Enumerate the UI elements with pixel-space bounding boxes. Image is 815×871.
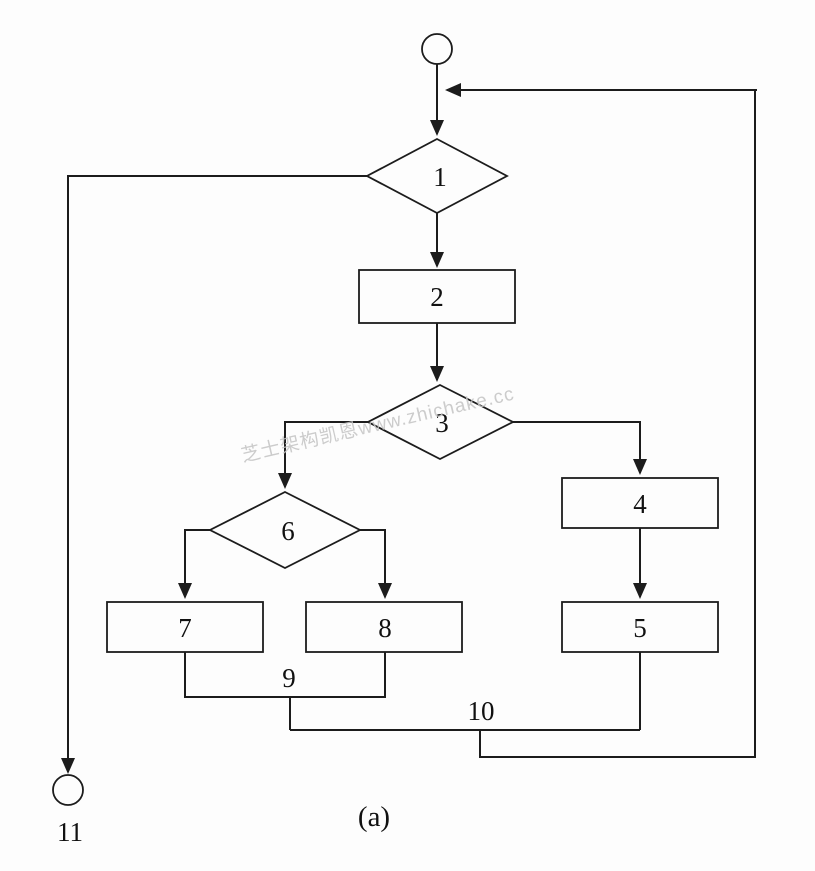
edge-process7-to-junction9 xyxy=(184,652,290,698)
decision-6-label: 6 xyxy=(281,516,295,546)
edge-decision6-to-process7 xyxy=(178,529,210,599)
edge-decision1-to-end11 xyxy=(61,175,367,774)
decision-6-diamond xyxy=(208,490,362,570)
junction-10-label: 10 xyxy=(468,696,495,726)
decision-1-diamond xyxy=(365,137,509,215)
process-7-label: 7 xyxy=(178,613,192,643)
process-2-label: 2 xyxy=(430,282,444,312)
process-2-rect xyxy=(358,269,516,324)
decision-1: 1 xyxy=(365,137,509,215)
decision-3-label: 3 xyxy=(435,408,449,438)
process-7: 7 xyxy=(106,601,264,653)
decision-3: 3 xyxy=(366,383,515,461)
edge-decision3-to-process4 xyxy=(513,421,647,475)
process-2: 2 xyxy=(358,269,516,324)
start-circle xyxy=(421,33,453,65)
decision-3-diamond xyxy=(366,383,515,461)
process-8-label: 8 xyxy=(378,613,392,643)
process-8: 8 xyxy=(305,601,463,653)
process-4-label: 4 xyxy=(633,489,647,519)
edge-junction10-loop-back xyxy=(479,90,756,758)
end-circle xyxy=(52,774,84,806)
edge-decision6-to-process8 xyxy=(360,529,392,599)
decision-1-label: 1 xyxy=(433,162,447,192)
process-8-rect xyxy=(305,601,463,653)
process-4: 4 xyxy=(561,477,719,529)
edge-decision3-to-decision6 xyxy=(278,421,368,489)
process-5-rect xyxy=(561,601,719,653)
process-7-rect xyxy=(106,601,264,653)
end-node-label: 11 xyxy=(57,817,83,847)
process-4-rect xyxy=(561,477,719,529)
decision-6: 6 xyxy=(208,490,362,570)
process-5-label: 5 xyxy=(633,613,647,643)
end-node-11: 11 xyxy=(52,774,84,847)
edge-process8-to-junction9 xyxy=(290,652,386,698)
process-5: 5 xyxy=(561,601,719,653)
figure-caption: (a) xyxy=(358,801,390,833)
start-node xyxy=(421,33,453,65)
junction-9-label: 9 xyxy=(282,663,296,693)
